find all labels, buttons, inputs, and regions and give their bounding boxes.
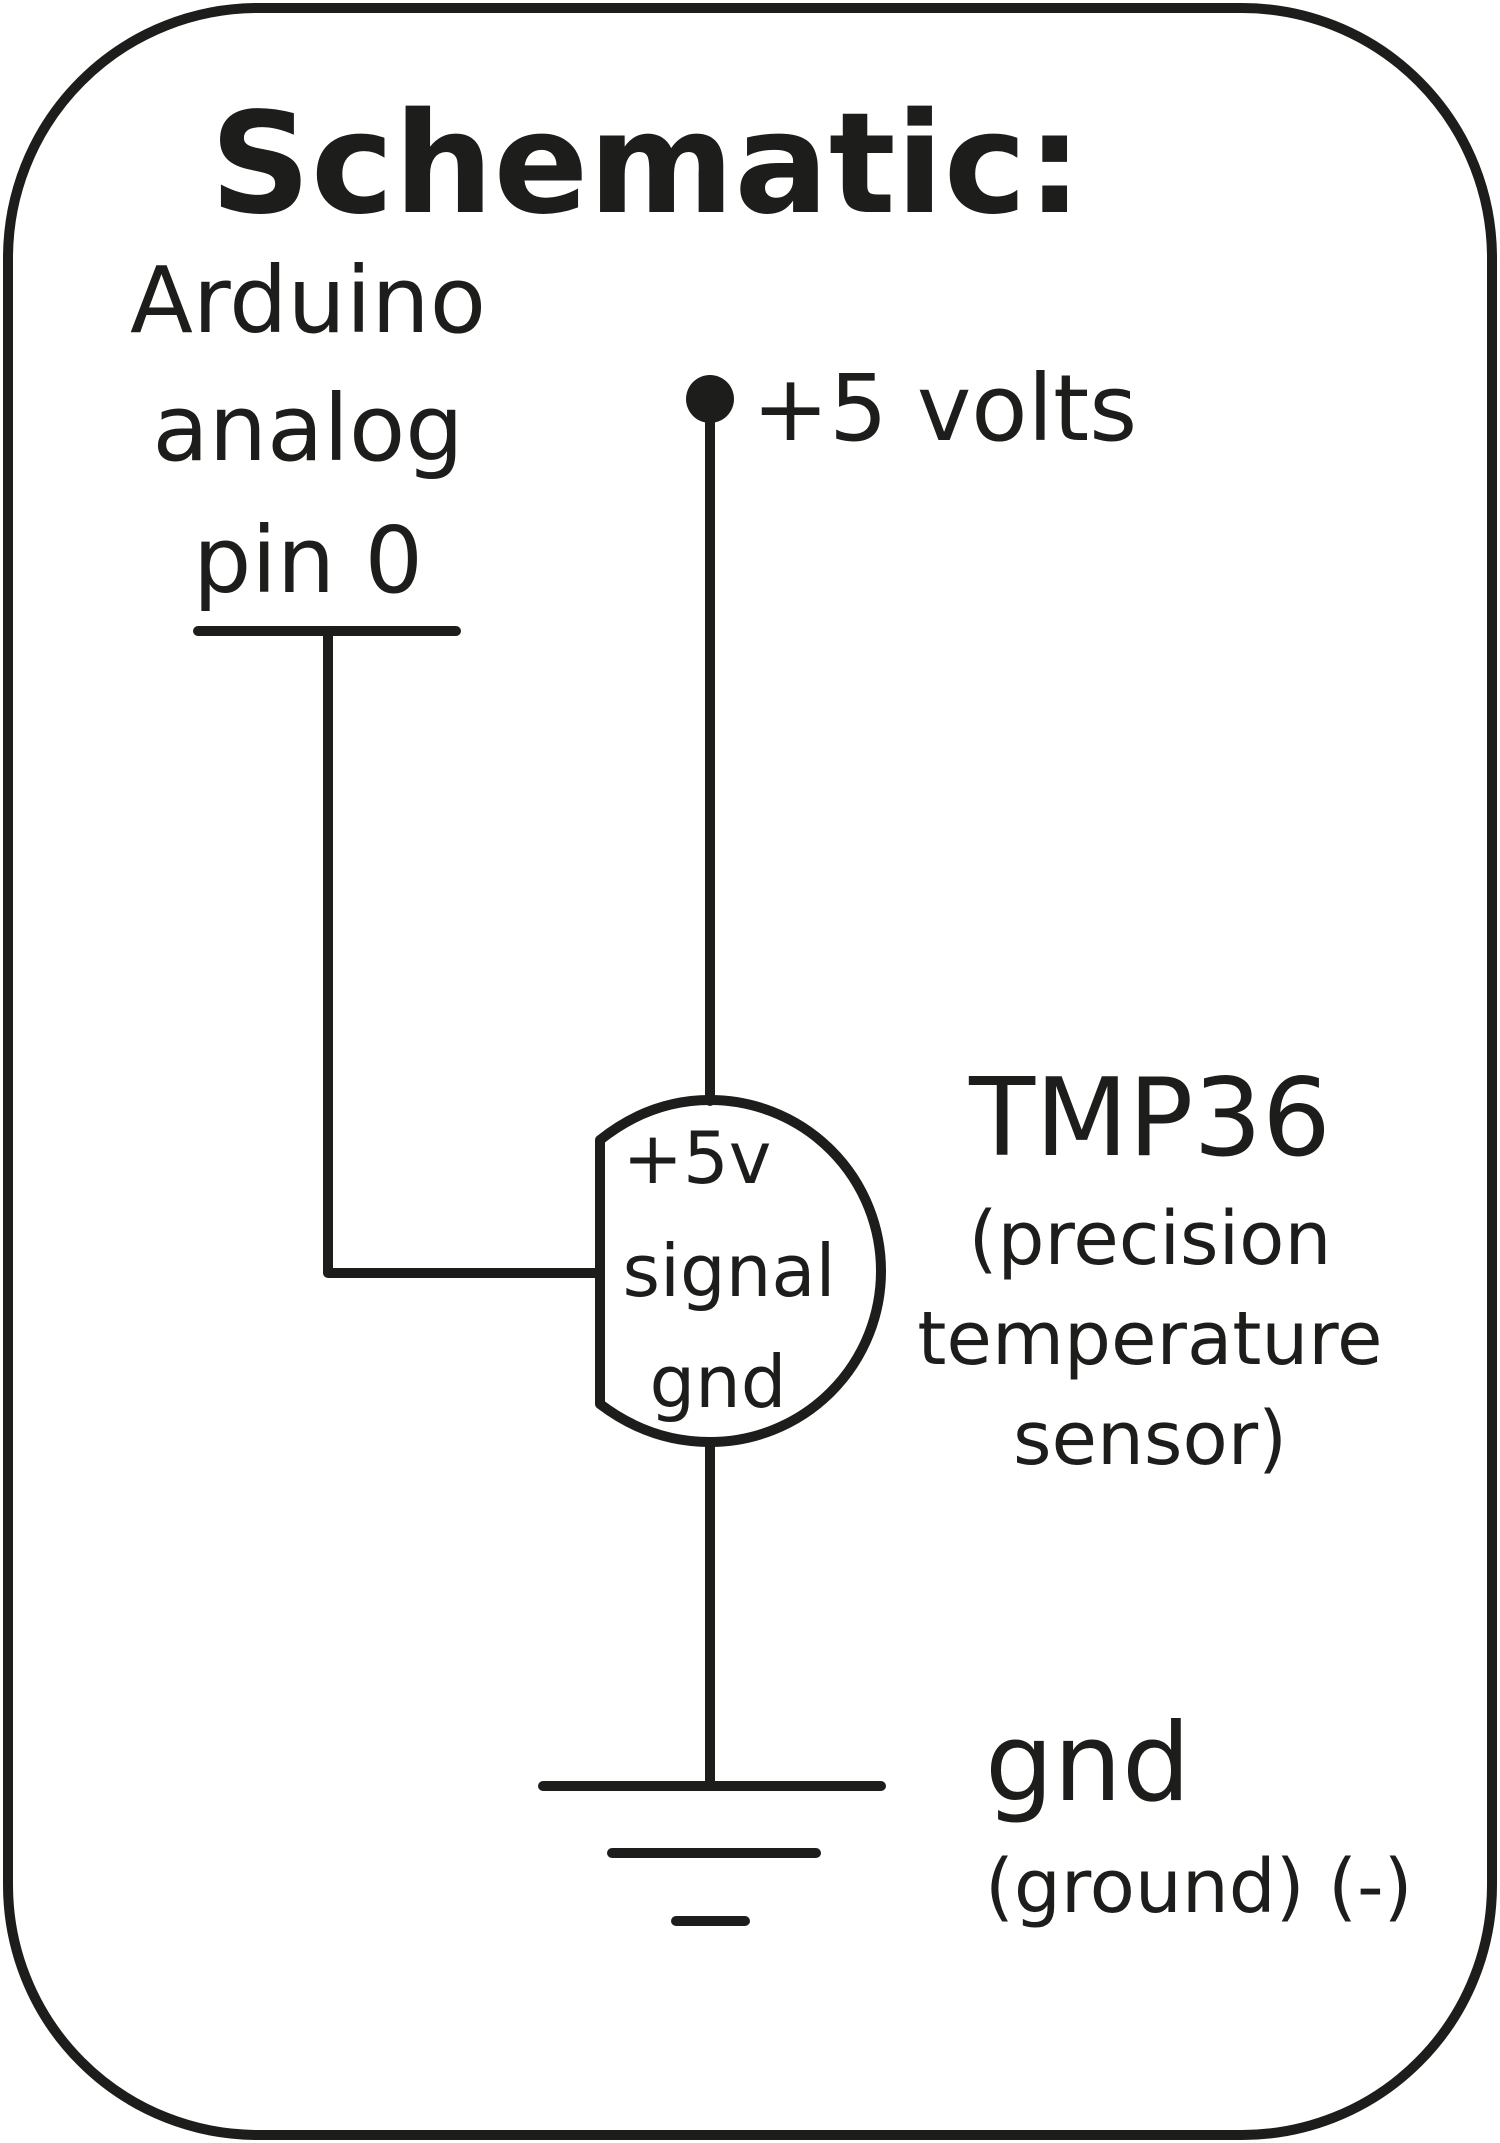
sensor-pin-signal: signal xyxy=(623,1229,836,1313)
ground-label: gnd xyxy=(985,1701,1191,1826)
sensor-desc-line3: sensor) xyxy=(1013,1396,1287,1482)
arduino-label-line2: analog xyxy=(152,375,463,482)
arduino-label-line3: pin 0 xyxy=(193,507,423,614)
sensor-name: TMP36 xyxy=(968,1056,1331,1181)
diagram-border xyxy=(3,3,1497,2140)
supply-label: +5 volts xyxy=(752,355,1137,462)
signal-wire xyxy=(323,626,605,1278)
arduino-label-line1: Arduino xyxy=(130,247,486,354)
sensor-desc-line1: (precision xyxy=(969,1196,1332,1282)
diagram-title: Schematic: xyxy=(210,83,1083,246)
sensor-pin-vcc: +5v xyxy=(623,1116,772,1200)
ground-sublabel: (ground) (-) xyxy=(985,1844,1413,1930)
sensor-desc-line2: temperature xyxy=(917,1296,1382,1382)
sensor-pin-gnd: gnd xyxy=(649,1340,786,1424)
